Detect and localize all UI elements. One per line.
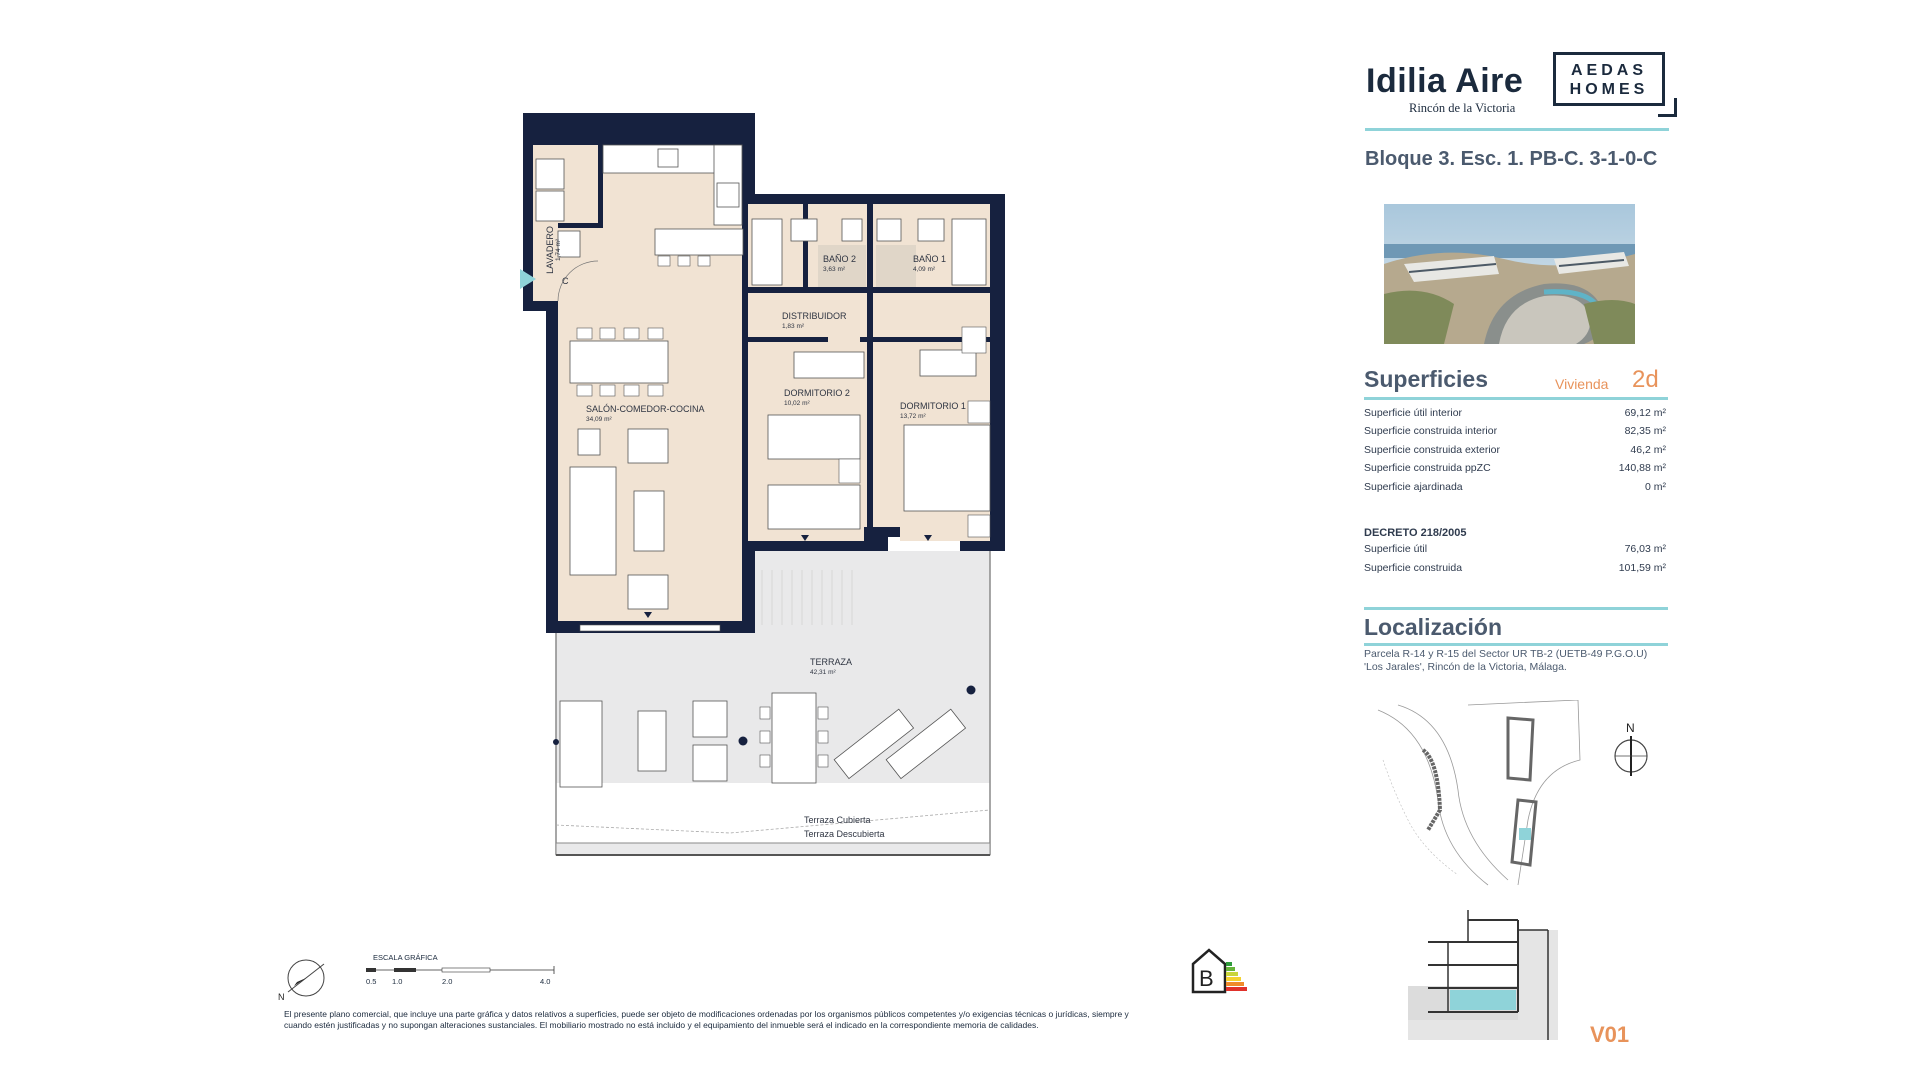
localizacion-title: Localización xyxy=(1364,614,1503,640)
surface-row-value: 140,88 m² xyxy=(1618,462,1666,474)
entrance-arrow-icon xyxy=(520,269,536,289)
scale-tick-2: 2.0 xyxy=(442,977,453,986)
compass-north-label: N xyxy=(278,992,285,1002)
surface-row-label: Superficie útil interior xyxy=(1364,407,1463,419)
room-label-terraza: TERRAZA xyxy=(810,657,852,667)
disclaimer-line-1: El presente plano comercial, que incluye… xyxy=(284,1009,1129,1019)
project-name: Idilia Aire xyxy=(1366,62,1524,100)
location-address-line-1: Parcela R-14 y R-15 del Sector UR TB-2 (… xyxy=(1364,648,1648,660)
building-photo xyxy=(1384,204,1635,344)
room-label-distribuidor: DISTRIBUIDOR xyxy=(782,311,847,321)
surface-row-label: Superficie ajardinada xyxy=(1364,481,1463,493)
room-area-dormitorio-1: 13,72 m² xyxy=(900,413,926,420)
energy-rating-letter: B xyxy=(1199,966,1214,991)
legal-disclaimer: El presente plano comercial, que incluye… xyxy=(284,1009,1274,1031)
scale-title: ESCALA GRÁFICA xyxy=(373,953,438,962)
room-area-dormitorio-2: 10,02 m² xyxy=(784,400,810,407)
surface-row-label: Superficie construida ppZC xyxy=(1364,462,1491,474)
decreto-row: Superficie construida 101,59 m² xyxy=(1364,562,1666,576)
north-arrow-label: N xyxy=(1626,721,1635,735)
surface-row-value: 69,12 m² xyxy=(1624,407,1666,419)
room-area-bano-1: 4,09 m² xyxy=(913,266,936,273)
room-label-bano-1: BAÑO 1 xyxy=(913,254,946,264)
terrace-open-label: Terraza Descubierta xyxy=(804,829,885,839)
site-map xyxy=(1377,700,1581,886)
room-label-lavadero: LAVADERO xyxy=(545,226,555,274)
entrance-label: C xyxy=(562,276,569,286)
unit-reference: Bloque 3. Esc. 1. PB-C. 3-1-0-C xyxy=(1365,148,1658,170)
room-area-distribuidor: 1,83 m² xyxy=(782,323,805,330)
developer-logo-line-2: HOMES xyxy=(1569,81,1649,98)
decreto-row-label: Superficie útil xyxy=(1364,543,1428,555)
section-code: V01 xyxy=(1590,1022,1630,1047)
superficies-title: Superficies xyxy=(1364,366,1488,392)
surface-row-value: 82,35 m² xyxy=(1624,425,1666,437)
room-label-salon: SALÓN-COMEDOR-COCINA xyxy=(586,404,705,414)
surface-row: Superficie construida ppZC 140,88 m² xyxy=(1364,462,1666,476)
room-label-bano-2: BAÑO 2 xyxy=(823,254,856,264)
room-area-lavadero: 1,74 m² xyxy=(555,238,562,261)
location-address: Parcela R-14 y R-15 del Sector UR TB-2 (… xyxy=(1364,648,1674,674)
scale-tick-0: 0.5 xyxy=(366,977,377,986)
localizacion-rule xyxy=(1364,643,1668,646)
surface-row: Superficie construida exterior 46,2 m² xyxy=(1364,444,1666,458)
surface-row-label: Superficie construida interior xyxy=(1364,425,1498,437)
surface-row-value: 46,2 m² xyxy=(1630,444,1666,456)
superficies-rule xyxy=(1364,397,1668,400)
room-area-salon: 34,09 m² xyxy=(586,416,612,423)
developer-logo-line-1: AEDAS xyxy=(1570,62,1647,79)
surface-row: Superficie ajardinada 0 m² xyxy=(1364,481,1666,495)
location-address-line-2: 'Los Jarales', Rincón de la Victoria, Má… xyxy=(1364,661,1567,673)
building-section xyxy=(1408,910,1558,1040)
surface-row: Superficie construida interior 82,35 m² xyxy=(1364,425,1666,439)
surface-row-label: Superficie construida exterior xyxy=(1364,444,1500,456)
scale-tick-1: 1.0 xyxy=(392,977,403,986)
scale-tick-3: 4.0 xyxy=(540,977,551,986)
decreto-row-value: 101,59 m² xyxy=(1618,562,1666,574)
header-rule xyxy=(1365,128,1669,131)
surface-row-value: 0 m² xyxy=(1645,481,1666,493)
room-label-dormitorio-1: DORMITORIO 1 xyxy=(900,401,966,411)
energy-rating-icon: B xyxy=(1191,948,1247,994)
developer-logo-corner xyxy=(1658,98,1677,117)
localizacion-top-rule xyxy=(1364,607,1668,610)
decreto-row-value: 76,03 m² xyxy=(1624,543,1666,555)
section-unit-highlight xyxy=(1450,990,1516,1010)
decreto-title: DECRETO 218/2005 xyxy=(1364,527,1467,539)
room-label-dormitorio-2: DORMITORIO 2 xyxy=(784,388,850,398)
developer-logo: AEDAS HOMES xyxy=(1553,52,1665,106)
terrace-covered-label: Terraza Cubierta xyxy=(804,815,871,825)
scale-bar xyxy=(366,966,555,974)
project-location: Rincón de la Victoria xyxy=(1409,101,1516,115)
vivienda-type: 2d xyxy=(1632,366,1659,393)
north-arrow-icon: N xyxy=(1614,721,1648,776)
room-area-terraza: 42,31 m² xyxy=(810,669,836,676)
floor-plan: LAVADERO 1,74 m² BAÑO 2 3,63 m² BAÑO 1 4… xyxy=(520,113,1005,856)
decreto-row-label: Superficie construida xyxy=(1364,562,1463,574)
vivienda-label: Vivienda xyxy=(1555,376,1609,392)
surface-row: Superficie útil interior 69,12 m² xyxy=(1364,407,1666,421)
site-map-unit-highlight xyxy=(1519,828,1531,840)
compass-icon: N xyxy=(278,959,325,1002)
disclaimer-line-2: cuando estén justificadas y no supongan … xyxy=(284,1020,1039,1030)
room-area-bano-2: 3,63 m² xyxy=(823,266,846,273)
decreto-row: Superficie útil 76,03 m² xyxy=(1364,543,1666,557)
